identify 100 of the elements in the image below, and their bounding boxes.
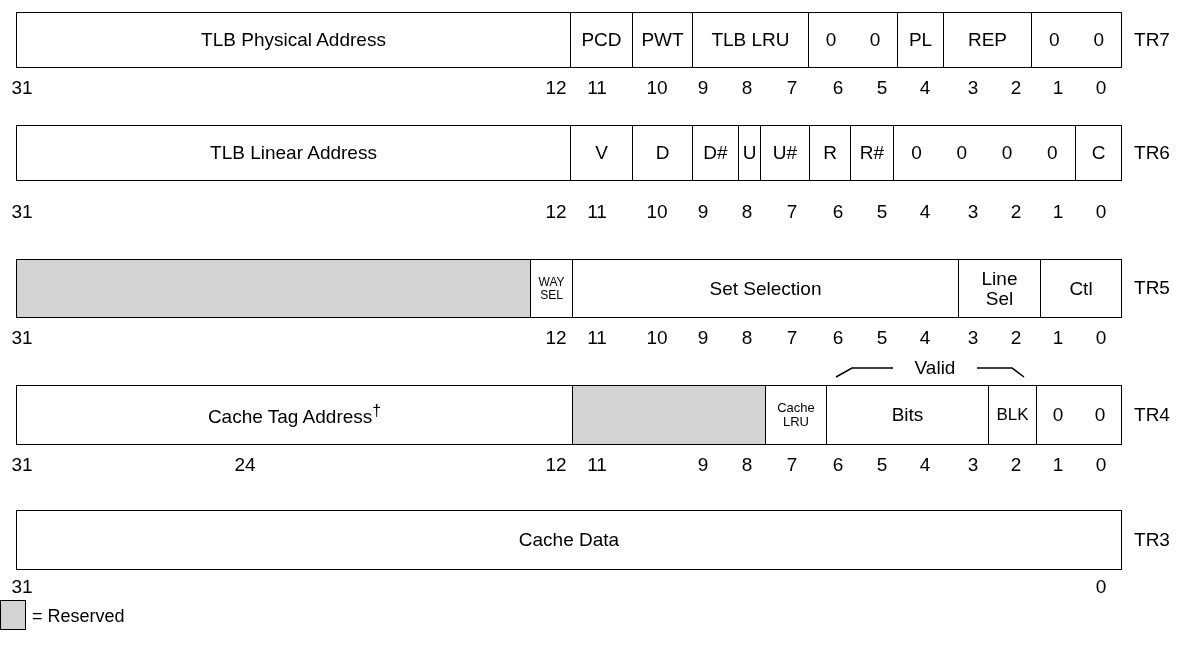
field-label: BLK [996, 406, 1029, 424]
field-label: Bits [891, 405, 924, 425]
bit-number: 5 [876, 201, 888, 223]
bit-field [760, 125, 810, 181]
bit-field [765, 385, 827, 445]
bit-number: 31 [11, 77, 33, 99]
field-label: V [595, 143, 608, 163]
bit-number: 5 [876, 77, 888, 99]
bit-number: 5 [876, 454, 888, 476]
bit-number: 31 [11, 327, 33, 349]
bit-number: 3 [967, 454, 979, 476]
bit-number: 31 [11, 576, 33, 598]
field-label: TLB Linear Address [210, 143, 377, 163]
bit-number: 11 [587, 201, 607, 223]
field-label: Cache Data [518, 530, 620, 550]
bit-field [1040, 259, 1122, 318]
bit-field [572, 259, 959, 318]
bit-number: 11 [587, 327, 607, 349]
field-label: WAY SEL [537, 275, 566, 302]
reserved-field [16, 259, 531, 318]
field-label: R# [859, 143, 885, 163]
bit-field [1075, 125, 1122, 181]
bit-value: 0 [911, 143, 922, 163]
bit-field [1036, 385, 1122, 445]
bit-number: 1 [1052, 77, 1064, 99]
bit-field [897, 12, 944, 68]
bit-value: 0 [1048, 30, 1060, 50]
field-label: Set Selection [709, 278, 822, 299]
bracket-label: Valid [914, 357, 956, 379]
bit-number: 4 [919, 77, 931, 99]
bit-field [530, 259, 573, 318]
bit-number: 0 [1095, 454, 1107, 476]
bit-field [16, 12, 571, 68]
register-name: TR4 [1134, 404, 1170, 426]
bit-number: 2 [1010, 201, 1022, 223]
bit-number: 10 [646, 201, 668, 223]
bit-number: 9 [697, 77, 709, 99]
bit-number: 12 [545, 454, 567, 476]
field-label: REP [967, 30, 1008, 50]
register-name: TR7 [1134, 29, 1170, 51]
reserved-field [572, 385, 766, 445]
bit-field [826, 385, 989, 445]
bit-number: 2 [1010, 327, 1022, 349]
field-label: Line Sel [980, 268, 1019, 309]
register-name: TR5 [1134, 277, 1170, 299]
bit-value: 0 [956, 143, 968, 163]
register-name: TR3 [1134, 529, 1170, 551]
bit-number: 3 [967, 327, 979, 349]
field-label: Cache LRU [776, 401, 816, 429]
bit-field [1031, 12, 1122, 68]
bit-number: 11 [587, 454, 607, 476]
bit-field [570, 125, 633, 181]
bit-number: 1 [1052, 201, 1064, 223]
bit-number: 24 [234, 454, 256, 476]
bit-number: 31 [11, 454, 33, 476]
legend-text: = Reserved [32, 606, 125, 627]
bit-number: 1 [1052, 454, 1064, 476]
bit-number: 6 [832, 77, 844, 99]
bit-field [632, 125, 693, 181]
bit-field [16, 385, 573, 445]
field-label: Ctl [1069, 278, 1093, 299]
field-label: PL [908, 30, 933, 50]
bit-value: 0 [1093, 30, 1105, 50]
bit-number: 7 [786, 201, 798, 223]
bit-number: 10 [646, 77, 668, 99]
field-label: PCD [581, 30, 622, 50]
field-label: TLB Physical Address [201, 30, 386, 50]
bit-field [16, 125, 571, 181]
bit-number: 8 [741, 454, 753, 476]
field-label: U# [772, 143, 798, 163]
bit-number: 12 [545, 201, 567, 223]
register-name: TR6 [1134, 142, 1170, 164]
bit-field [943, 12, 1032, 68]
field-label: Cache Tag Address$^{†}$ [207, 402, 382, 428]
bit-field [692, 125, 739, 181]
bit-field [692, 12, 809, 68]
bit-number: 6 [832, 327, 844, 349]
bit-field [738, 125, 761, 181]
bit-number: 3 [967, 201, 979, 223]
bit-number: 4 [919, 201, 931, 223]
bit-value: 0 [1001, 143, 1013, 163]
field-label: D [655, 143, 670, 163]
bit-number: 7 [786, 77, 798, 99]
bit-field [850, 125, 894, 181]
bit-field [893, 125, 1076, 181]
bit-number: 12 [545, 77, 567, 99]
field-label: R [823, 143, 837, 163]
bit-number: 7 [786, 327, 798, 349]
bit-number: 31 [11, 201, 33, 223]
bit-value: 0 [1047, 143, 1058, 163]
bit-number: 8 [741, 327, 753, 349]
bit-number: 6 [832, 201, 844, 223]
bit-number: 9 [697, 327, 709, 349]
bit-number: 0 [1095, 77, 1107, 99]
bit-number: 0 [1095, 327, 1107, 349]
bit-number: 11 [587, 77, 607, 99]
field-label: PWT [641, 30, 684, 50]
bit-number: 4 [919, 327, 931, 349]
bit-number: 7 [786, 454, 798, 476]
field-label: D# [703, 143, 728, 163]
